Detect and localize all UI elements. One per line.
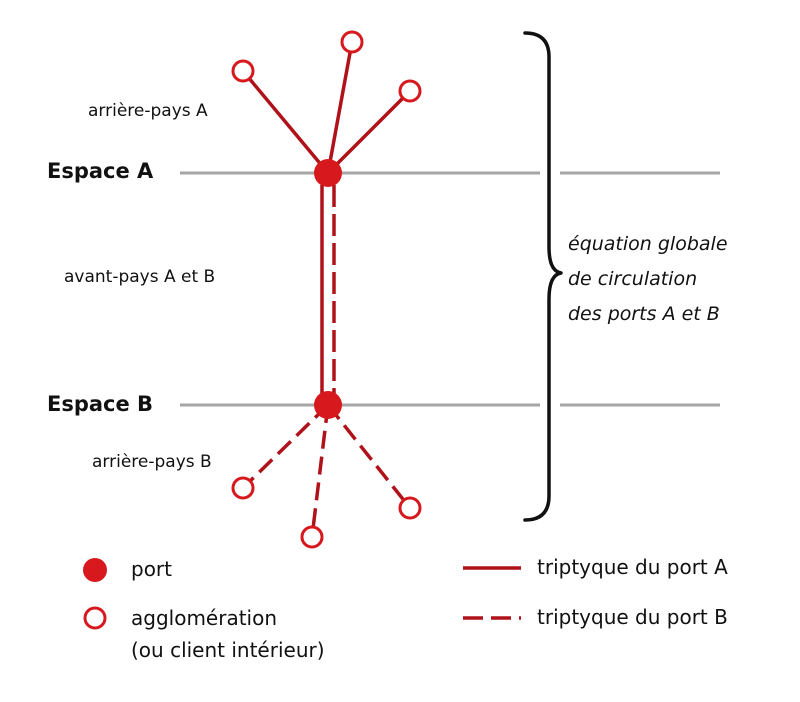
arriere-pays-a-label: arrière-pays A	[88, 101, 208, 121]
link-b-right	[326, 403, 412, 510]
agglomeration-b-bottom	[300, 525, 324, 549]
port-b	[314, 391, 342, 419]
brace-icon	[523, 31, 563, 522]
port-a	[314, 159, 342, 187]
link-a-top	[326, 41, 354, 174]
equation-note: équation globale de circulation des port…	[568, 227, 728, 332]
legend-agglomeration-label: agglomération (ou client intérieur)	[131, 602, 325, 666]
avant-pays-label: avant-pays A et B	[64, 267, 216, 287]
link-b-left	[241, 403, 330, 490]
agglomeration-a-top	[340, 30, 364, 54]
legend-triptyque-a-label: triptyque du port A	[537, 555, 728, 579]
legend-agglomeration-line-1: agglomération	[131, 606, 278, 630]
link-a-right	[326, 89, 412, 175]
agglomeration-b-right	[398, 496, 422, 520]
agglomeration-a-left	[231, 59, 255, 83]
legend-triptyque-b-label: triptyque du port B	[537, 605, 728, 629]
link-b-bottom	[310, 404, 330, 538]
legend-port-label: port	[131, 557, 172, 581]
equation-line-2: de circulation	[568, 268, 698, 290]
link-a-left	[241, 69, 330, 175]
arriere-pays-b-label: arrière-pays B	[92, 452, 212, 472]
espace-a-label: Espace A	[47, 159, 154, 183]
agglomeration-a-right	[398, 79, 422, 103]
legend-port-icon	[83, 558, 107, 582]
agglomeration-b-left	[231, 476, 255, 500]
equation-line-1: équation globale	[568, 233, 728, 255]
equation-line-3: des ports A et B	[568, 303, 720, 325]
legend-agglomeration-line-2: (ou client intérieur)	[131, 638, 325, 662]
legend-agglomeration-icon	[83, 606, 107, 630]
espace-b-label: Espace B	[47, 392, 154, 416]
